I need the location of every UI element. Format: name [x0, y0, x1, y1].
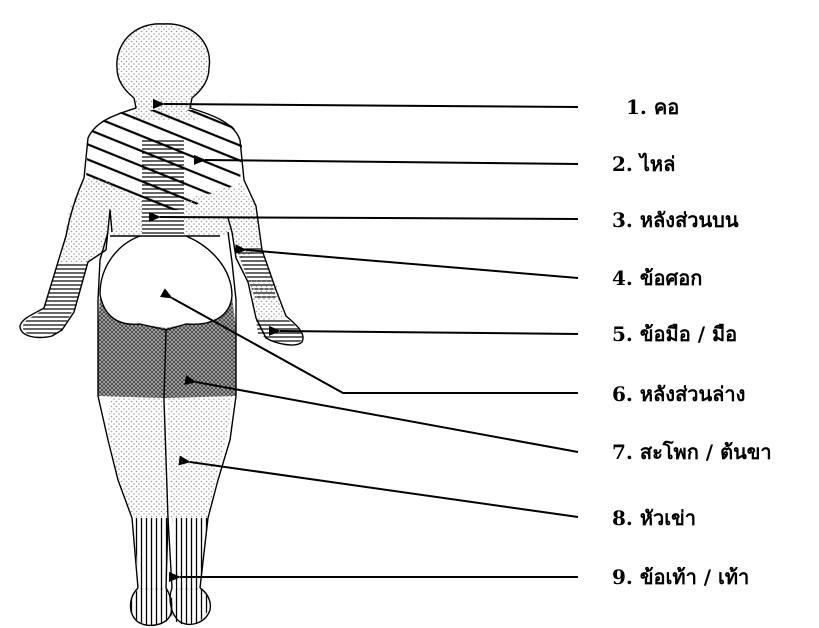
label-knee: 8. หัวเข่า	[612, 506, 696, 530]
label-lower-back: 6. หลังส่วนล่าง	[612, 382, 745, 406]
label-text: คอ	[654, 95, 679, 119]
label-ankle-foot: 9. ข้อเท้า / เท้า	[612, 565, 749, 589]
label-neck: 1. คอ	[626, 95, 679, 119]
knee-region-right	[168, 396, 232, 518]
label-number: 1.	[626, 95, 647, 119]
pointer-shoulder	[205, 160, 578, 164]
label-number: 7.	[612, 440, 633, 464]
label-elbow: 4. ข้อศอก	[612, 266, 702, 290]
label-text: หลังส่วนบน	[640, 208, 739, 232]
knee-region	[108, 396, 168, 518]
label-number: 6.	[612, 382, 633, 406]
pointer-wrist	[280, 331, 578, 334]
upper-back-region	[142, 140, 184, 236]
pointer-neck	[164, 104, 578, 107]
pointer-knee	[190, 462, 578, 517]
label-number: 8.	[612, 506, 633, 530]
label-number: 4.	[612, 266, 633, 290]
right-forearm	[248, 280, 284, 322]
label-number: 9.	[612, 565, 633, 589]
label-text: ข้อศอก	[640, 266, 703, 290]
pointer-elbow	[246, 250, 578, 278]
label-number: 5.	[612, 322, 633, 346]
lower-back-region	[100, 236, 232, 328]
label-text: หัวเข่า	[640, 506, 696, 530]
label-text: ข้อมือ / มือ	[640, 322, 737, 346]
label-text: หลังส่วนล่าง	[640, 382, 746, 406]
label-hip-thigh: 7. สะโพก / ต้นขา	[612, 440, 772, 464]
right-lower-leg	[172, 518, 208, 590]
label-shoulder: 2. ไหล่	[612, 152, 675, 176]
label-text: ข้อเท้า / เท้า	[640, 565, 749, 589]
label-number: 3.	[612, 208, 633, 232]
label-text: ไหล่	[640, 152, 676, 176]
label-wrist-hand: 5. ข้อมือ / มือ	[612, 322, 737, 346]
label-upper-back: 3. หลังส่วนบน	[612, 208, 739, 232]
label-text: สะโพก / ต้นขา	[640, 440, 772, 464]
label-number: 2.	[612, 152, 633, 176]
